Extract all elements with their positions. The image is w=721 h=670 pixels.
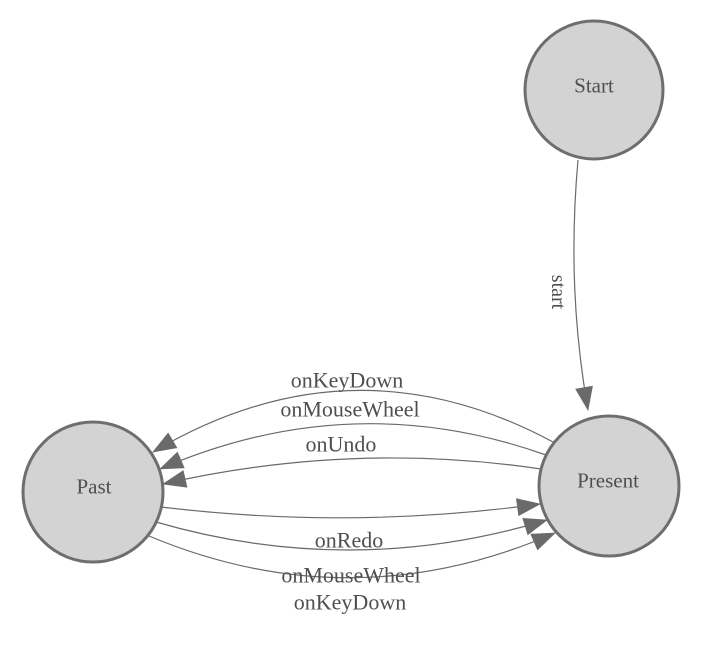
edge-label-onkeydown-top: onKeyDown (291, 368, 403, 393)
edge-past-to-present-onmousewheel (155, 518, 548, 551)
edge-present-to-past-onmousewheel (159, 423, 547, 470)
node-past[interactable]: Past (21, 420, 165, 564)
node-start-label: Start (574, 73, 614, 97)
edge-label-onkeydown-bottom: onKeyDown (294, 590, 406, 615)
edge-label-onundo: onUndo (306, 432, 377, 457)
node-start-circle[interactable] (523, 19, 665, 161)
node-past-label: Past (76, 474, 111, 498)
edge-label-onmousewheel-top: onMouseWheel (280, 397, 419, 422)
edge-label-onmousewheel-bottom: onMouseWheel (281, 563, 420, 588)
node-present[interactable]: Present (537, 414, 681, 558)
edge-past-to-present-onkeydown (148, 532, 556, 579)
node-present-circle[interactable] (537, 414, 681, 558)
edge-present-to-past-onundo (162, 457, 542, 488)
edge-present-to-past-onkeydown (152, 389, 554, 453)
edge-past-to-present-onredo (160, 498, 541, 519)
edge-start-to-present (573, 159, 593, 411)
edge-label-start: start (547, 275, 569, 310)
node-start[interactable]: Start (523, 19, 665, 161)
edge-label-onredo: onRedo (315, 528, 383, 553)
node-present-label: Present (577, 468, 639, 492)
node-past-circle[interactable] (21, 420, 165, 564)
